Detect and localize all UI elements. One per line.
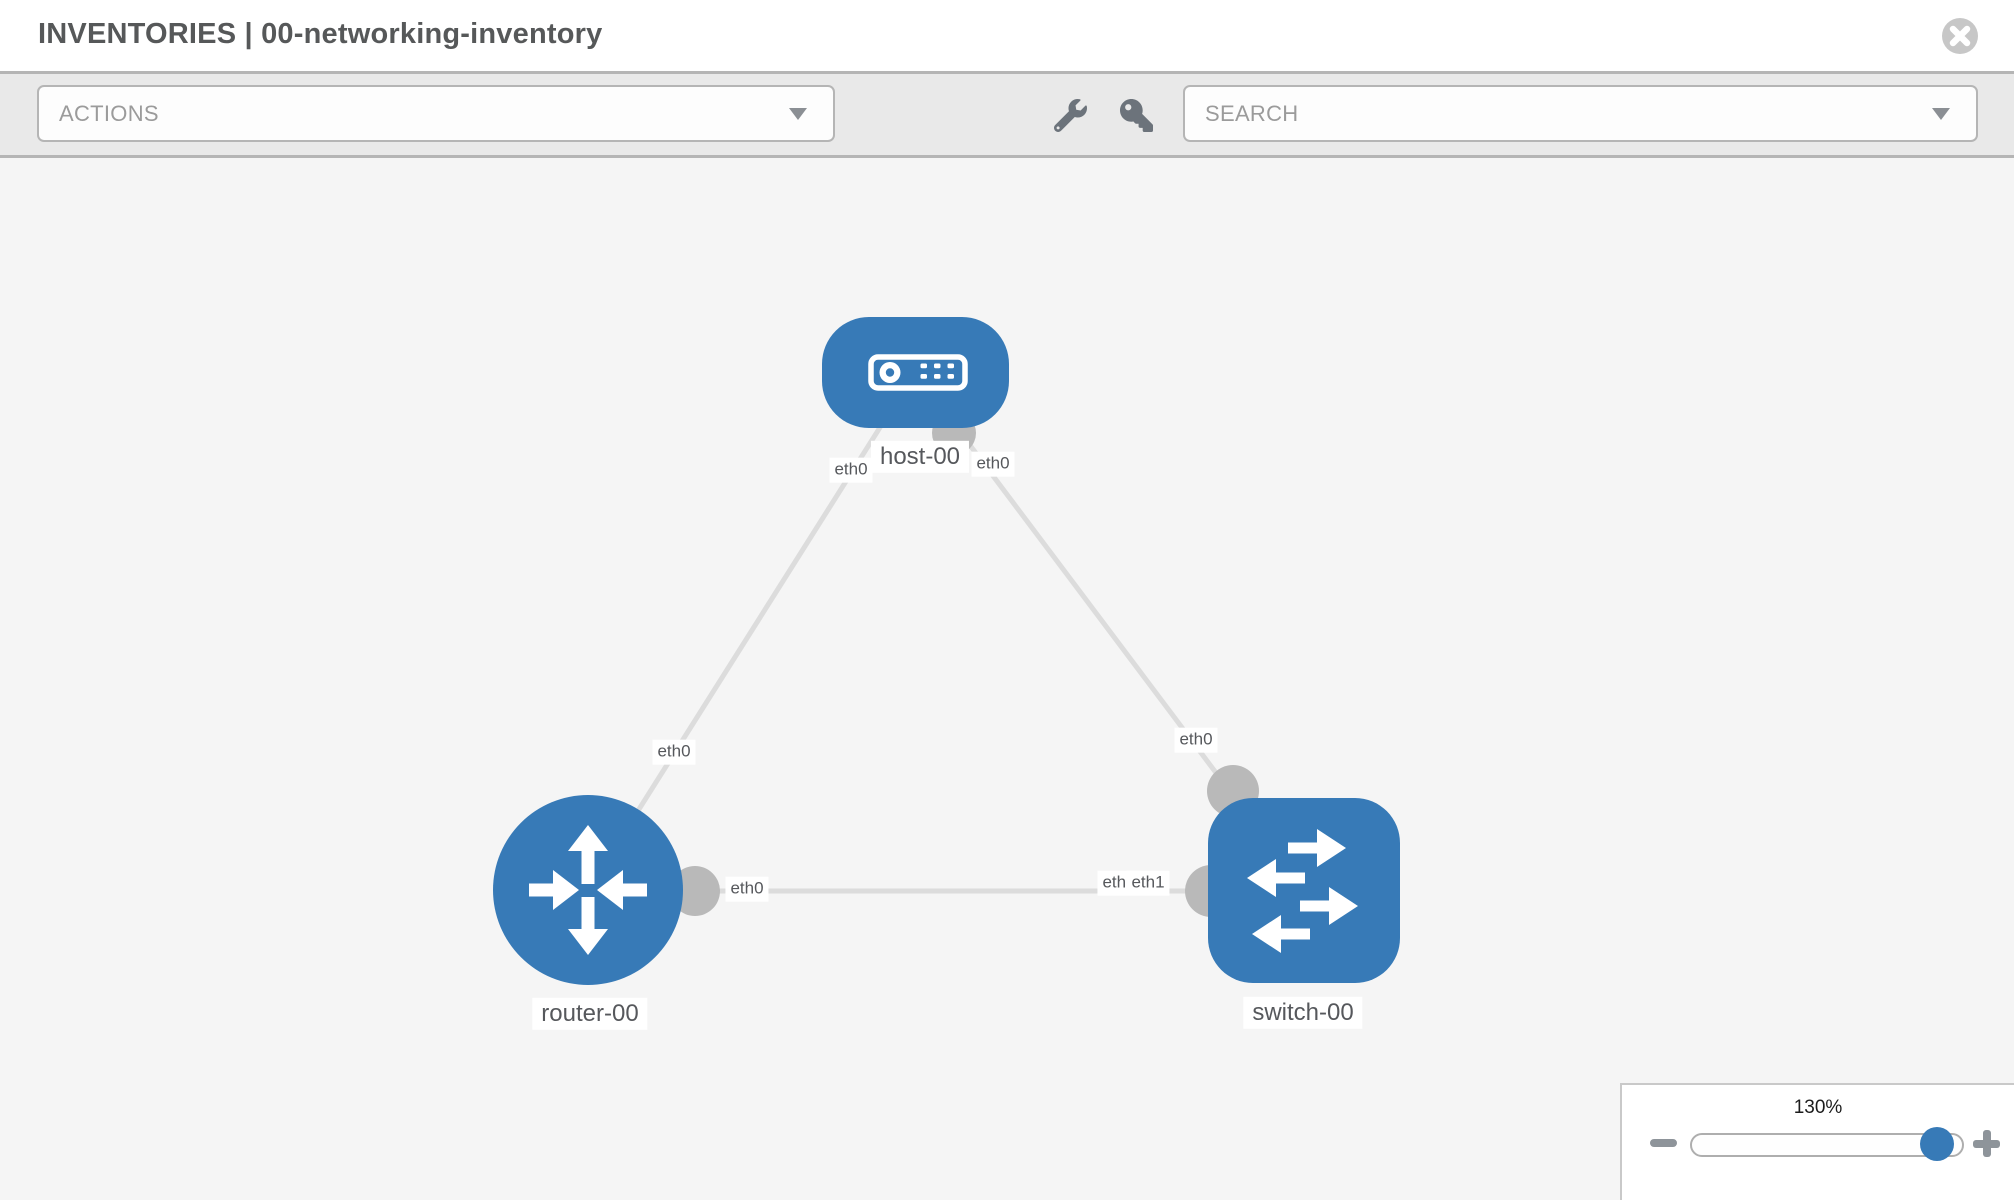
interface-label: eth0 [725,876,769,902]
zoom-slider[interactable] [1690,1127,1964,1161]
topology-graph [493,317,1400,985]
zoom-level-value: 130% [1793,1097,1843,1118]
toolbar: ACTIONS SEARCH [0,74,2014,158]
node-label-host: host-00 [870,440,970,474]
zoom-slider-handle[interactable] [1920,1127,1954,1161]
interface-label: eth0 [652,739,696,765]
interface-label: eth0 [829,457,873,483]
node-router-00[interactable] [493,795,683,985]
interface-label: eth1 [1126,870,1170,896]
chevron-down-icon [789,107,807,120]
router-icon [529,825,647,955]
actions-dropdown-label: ACTIONS [59,100,159,126]
plus-icon[interactable] [1973,1130,2000,1157]
zoom-control-panel: 130% [1620,1083,2014,1200]
topology-canvas[interactable] [0,158,2014,1200]
minus-icon[interactable] [1650,1139,1677,1147]
close-icon [1942,18,1978,54]
actions-dropdown[interactable]: ACTIONS [37,85,835,142]
search-dropdown-label: SEARCH [1205,100,1299,126]
host-icon [868,354,968,391]
node-label-router: router-00 [532,997,648,1031]
page-title: INVENTORIES | 00-networking-inventory [38,18,603,50]
interface-label: eth0 [971,451,1015,477]
port-router-eth0[interactable] [670,866,720,916]
node-host-00[interactable] [822,317,1009,428]
header: INVENTORIES | 00-networking-inventory [0,0,2014,74]
chevron-down-icon [1932,107,1950,120]
node-switch-00[interactable] [1208,798,1400,983]
close-button[interactable] [1940,16,1980,56]
node-label-switch: switch-00 [1243,996,1363,1030]
wrench-icon[interactable] [1054,99,1087,132]
search-dropdown[interactable]: SEARCH [1183,85,1978,142]
key-icon[interactable] [1120,99,1153,132]
switch-icon [1247,829,1358,953]
interface-label: eth0 [1174,727,1218,753]
